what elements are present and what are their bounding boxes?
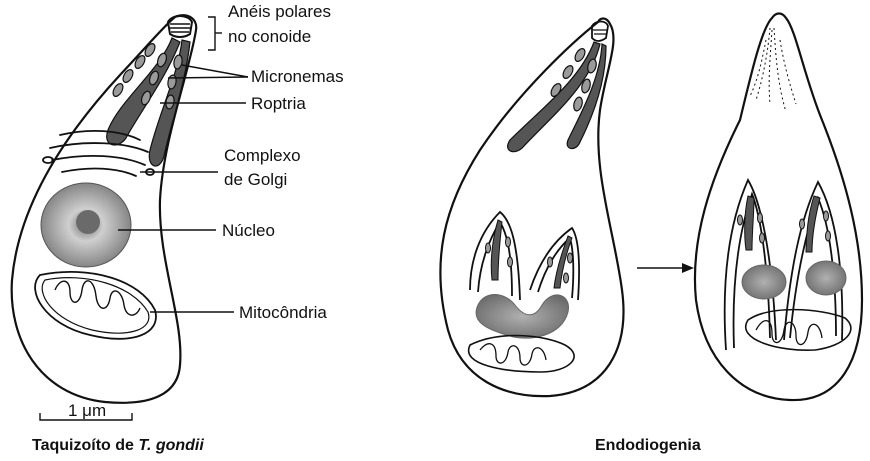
nucleus-left — [41, 183, 131, 267]
nucleus-early — [476, 294, 568, 338]
caption-tachyzoite: Taquizoíto de T. gondii — [32, 437, 204, 454]
label-nucleus: Núcleo — [222, 221, 275, 240]
scale-bar-label: 1 μm — [68, 401, 106, 420]
label-polar-rings-2: no conoide — [228, 27, 311, 46]
label-golgi-1: Complexo — [224, 146, 301, 165]
progression-arrow — [637, 263, 694, 273]
label-rhoptry: Roptria — [251, 94, 306, 113]
polar-rings — [170, 24, 190, 32]
mitochondrion-left — [35, 272, 156, 339]
mitochondrion-early — [469, 336, 575, 372]
label-mitochondrion: Mitocôndria — [239, 303, 327, 322]
daughter-organelles-early — [486, 220, 573, 288]
label-polar-rings-1: Anéis polares — [228, 2, 331, 21]
daughter-organelles-late — [738, 196, 831, 252]
conoid — [168, 16, 192, 37]
residual-apical-complex — [750, 28, 796, 112]
label-golgi-2: de Golgi — [224, 170, 287, 189]
caption-endodyogeny: Endodiogenia — [595, 437, 701, 454]
label-micronemes: Micronemas — [251, 67, 344, 86]
